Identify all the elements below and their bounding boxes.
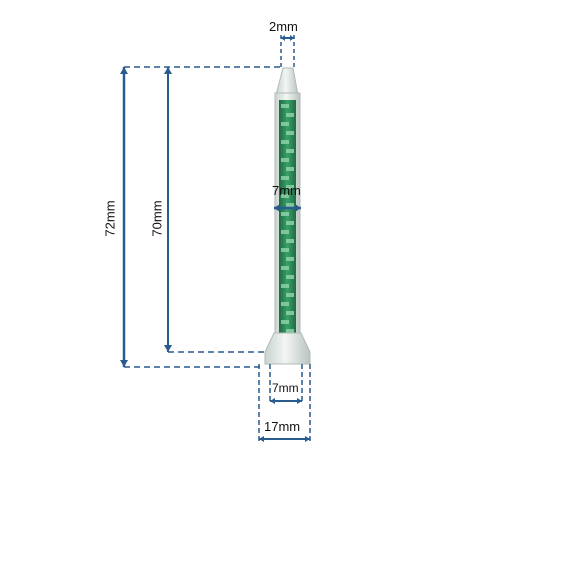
nozzle-tip [275, 67, 299, 96]
mixer-rib [281, 194, 289, 198]
body-width-label: 7mm [272, 183, 301, 198]
mixer-rib [286, 167, 294, 171]
mixer-rib [286, 293, 294, 297]
mixer-rib [286, 203, 294, 207]
mixer-rib [281, 212, 289, 216]
dimension-lines [120, 35, 311, 442]
mixer-rib [286, 257, 294, 261]
mixer-rib [286, 275, 294, 279]
nozzle-base [264, 332, 311, 365]
tip-width-arrowheads [281, 35, 294, 41]
mixer-rib [281, 158, 289, 162]
mixer-rib [281, 104, 289, 108]
length-body-label: 70mm [149, 200, 165, 237]
mixer-rib [281, 302, 289, 306]
tip-width-label: 2mm [269, 19, 298, 34]
mixer-rib [281, 266, 289, 270]
mixer-rib [286, 113, 294, 117]
mixer-rib [281, 122, 289, 126]
mixer-rib [286, 221, 294, 225]
mixer-rib [286, 131, 294, 135]
mixer-rib [281, 320, 289, 324]
mixer-rib [281, 140, 289, 144]
mixer-rib [286, 185, 294, 189]
mixer-rib [286, 311, 294, 315]
body-width-arrowheads [274, 204, 301, 212]
mixer-rib [286, 239, 294, 243]
mixer-rib [281, 284, 289, 288]
base-outer-label: 17mm [264, 419, 301, 434]
mixer-rib [281, 248, 289, 252]
mixer-rib [281, 176, 289, 180]
base-inner-label: 7mm [272, 381, 299, 395]
length-total-label: 72mm [102, 200, 118, 237]
mixer-rib [281, 230, 289, 234]
mixer-rib [286, 329, 294, 333]
mixer-element [279, 100, 296, 335]
mixer-ribs [281, 104, 294, 333]
mixer-rib [286, 149, 294, 153]
